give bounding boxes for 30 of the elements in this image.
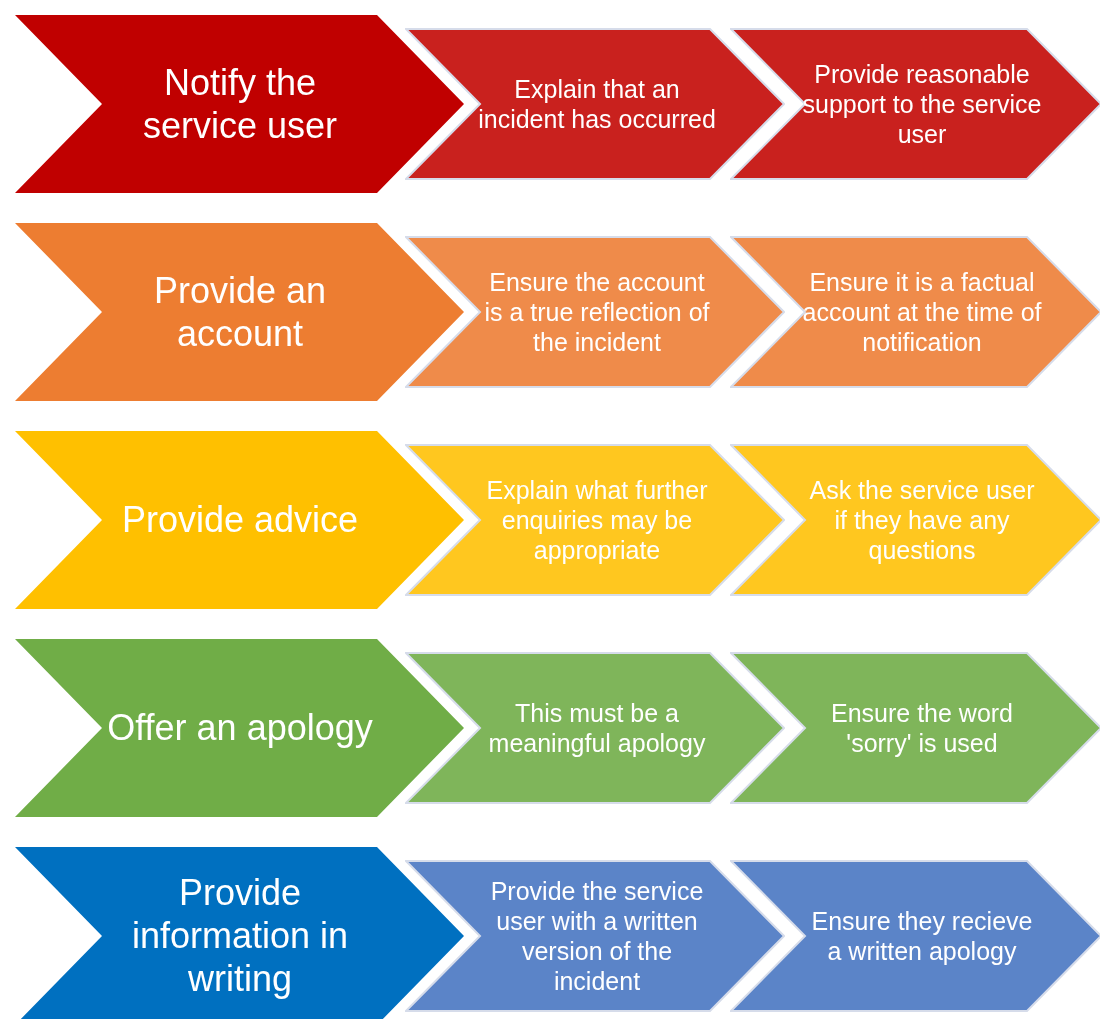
step-title: Notify the service user [141, 60, 339, 148]
chevron-detail [730, 652, 1100, 804]
chevron-detail [405, 860, 785, 1012]
chevron-detail [730, 860, 1100, 1012]
step-title: Provide an account [152, 268, 328, 356]
step-detail: This must be a meaningful apology [487, 698, 707, 758]
step-detail: Ask the service user if they have any questions [808, 475, 1036, 565]
chevron-step [14, 430, 465, 610]
step-detail: Provide the service user with a written version of the incident [489, 876, 705, 996]
step-title: Provide information in writing [130, 871, 350, 1001]
step-detail: Ensure they recieve a written apology [810, 906, 1034, 966]
chevron-step [14, 638, 465, 818]
step-detail: Ensure the word 'sorry' is used [829, 698, 1014, 758]
step-detail: Explain that an incident has occurred [477, 74, 717, 134]
step-detail: Ensure the account is a true reflection of the incident [483, 267, 711, 357]
step-detail: Explain what further enquiries may be appropriate [485, 475, 709, 565]
chevron-detail [730, 28, 1100, 180]
step-title: Offer an apology [106, 706, 374, 750]
step-detail: Provide reasonable support to the service user [802, 59, 1042, 149]
chevron-step [14, 14, 465, 194]
chevron-detail [405, 652, 785, 804]
chevron-detail [730, 444, 1100, 596]
step-title: Provide advice [120, 498, 360, 542]
chevron-step [14, 846, 465, 1019]
chevron-detail [405, 28, 785, 180]
chevron-detail [730, 236, 1100, 388]
chevron-detail [405, 236, 785, 388]
step-detail: Ensure it is a factual account at the time of notification [802, 267, 1042, 357]
chevron-detail [405, 444, 785, 596]
chevron-step [14, 222, 465, 402]
